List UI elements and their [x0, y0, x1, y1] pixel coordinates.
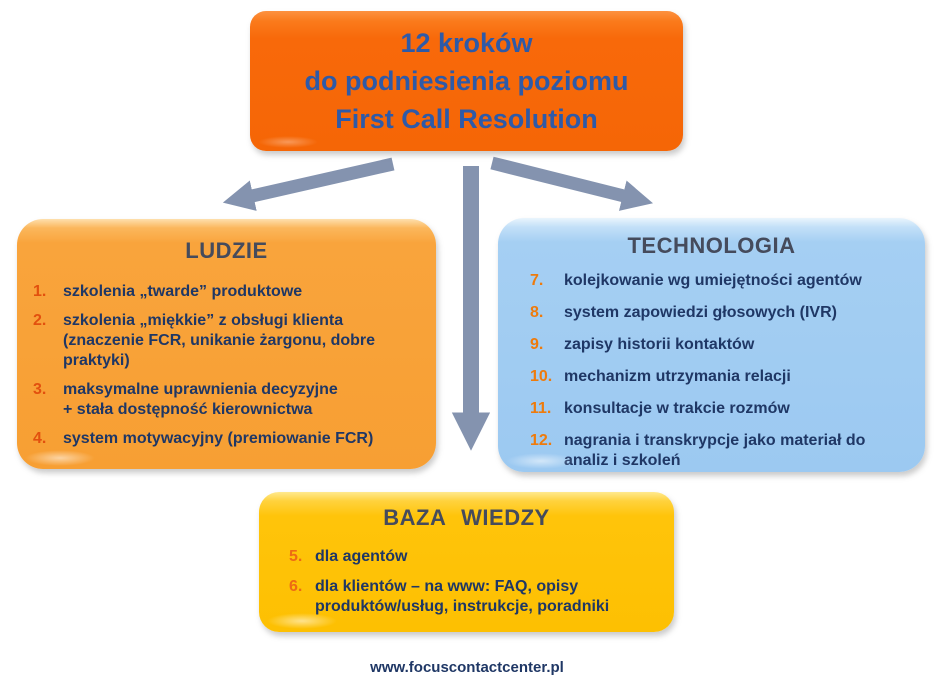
- item-text: nagrania i transkrypcje jako materiał do…: [564, 432, 866, 469]
- item-number: 4.: [33, 430, 47, 447]
- ludzie-heading: LUDZIE: [185, 238, 268, 263]
- list-item: 4. system motywacyjny (premiowanie FCR): [33, 429, 424, 449]
- item-number: 2.: [33, 312, 47, 329]
- item-text: konsultacje w trakcie rozmów: [564, 400, 790, 417]
- item-text: dla agentów: [315, 548, 408, 565]
- title-line-2: do podniesienia poziomu: [304, 66, 629, 96]
- technologia-item-list: 7. kolejkowanie wg umiejętności agentów …: [498, 259, 925, 471]
- arrow-to-ludzie-icon: [222, 157, 395, 211]
- list-item: 12. nagrania i transkrypcje jako materia…: [530, 431, 915, 471]
- arrow-to-technologia-icon: [490, 156, 654, 211]
- item-text: maksymalne uprawnienia decyzyjne + stała…: [63, 381, 338, 418]
- list-item: 5. dla agentów: [289, 547, 664, 567]
- item-text: szkolenia „miękkie” z obsługi klienta (z…: [63, 312, 376, 369]
- list-item: 8. system zapowiedzi głosowych (IVR): [530, 303, 915, 323]
- item-number: 11.: [530, 400, 552, 417]
- title-line-1: 12 kroków: [400, 28, 533, 58]
- website-url: www.focuscontactcenter.pl: [370, 659, 564, 676]
- item-number: 8.: [530, 304, 544, 321]
- item-number: 1.: [33, 283, 47, 300]
- item-text: zapisy historii kontaktów: [564, 336, 755, 353]
- list-item: 6. dla klientów – na www: FAQ, opisy pro…: [289, 577, 664, 617]
- item-text: system zapowiedzi głosowych (IVR): [564, 304, 837, 321]
- item-text: szkolenia „twarde” produktowe: [63, 283, 303, 300]
- title-line-3: First Call Resolution: [335, 104, 598, 134]
- technologia-heading: TECHNOLOGIA: [627, 233, 796, 258]
- list-item: 7. kolejkowanie wg umiejętności agentów: [530, 271, 915, 291]
- list-item: 9. zapisy historii kontaktów: [530, 335, 915, 355]
- item-number: 3.: [33, 381, 47, 398]
- baza-wiedzy-box: BAZA WIEDZY 5. dla agentów 6. dla klient…: [259, 492, 674, 632]
- list-item: 2. szkolenia „miękkie” z obsługi klienta…: [33, 311, 424, 371]
- ludzie-item-list: 1. szkolenia „twarde” produktowe 2. szko…: [17, 264, 436, 449]
- list-item: 10. mechanizm utrzymania relacji: [530, 367, 915, 387]
- ludzie-box: LUDZIE 1. szkolenia „twarde” produktowe …: [17, 219, 436, 469]
- item-number: 6.: [289, 578, 303, 595]
- item-text: dla klientów – na www: FAQ, opisy produk…: [315, 578, 610, 615]
- baza-wiedzy-item-list: 5. dla agentów 6. dla klientów – na www:…: [259, 531, 674, 617]
- item-number: 10.: [530, 368, 553, 385]
- item-number: 9.: [530, 336, 544, 353]
- item-number: 12.: [530, 432, 553, 449]
- title-box: 12 kroków do podniesienia poziomu First …: [250, 11, 683, 151]
- list-item: 3. maksymalne uprawnienia decyzyjne + st…: [33, 380, 424, 420]
- technologia-box: TECHNOLOGIA 7. kolejkowanie wg umiejętno…: [498, 218, 925, 472]
- item-number: 7.: [530, 272, 544, 289]
- baza-wiedzy-heading: BAZA WIEDZY: [383, 505, 550, 530]
- item-number: 5.: [289, 548, 303, 565]
- item-text: mechanizm utrzymania relacji: [564, 368, 791, 385]
- item-text: kolejkowanie wg umiejętności agentów: [564, 272, 862, 289]
- list-item: 11. konsultacje w trakcie rozmów: [530, 399, 915, 419]
- list-item: 1. szkolenia „twarde” produktowe: [33, 282, 424, 302]
- item-text: system motywacyjny (premiowanie FCR): [63, 430, 374, 447]
